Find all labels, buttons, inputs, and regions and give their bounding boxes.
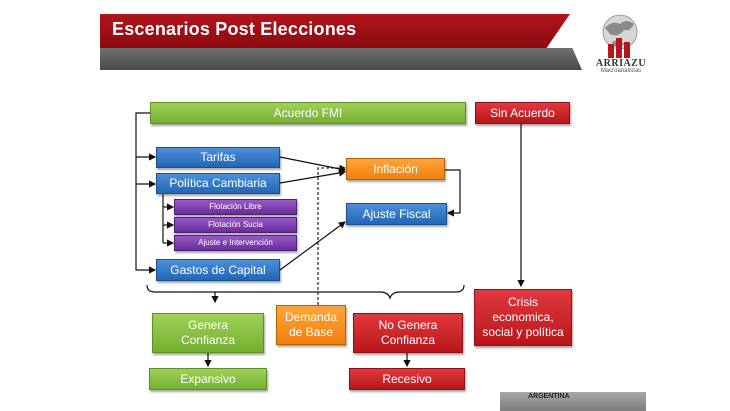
brace (146, 284, 465, 300)
connector-tarifas-inflacion (279, 156, 347, 173)
node-demanda-base: Demanda de Base (276, 305, 346, 345)
node-sin-acuerdo: Sin Acuerdo (475, 102, 570, 124)
connector-gastos-ajustefiscal (279, 221, 346, 271)
node-inflacion: Inflación (346, 158, 445, 180)
connector-demanda-inflacion (317, 164, 347, 305)
logo-name: ARRIAZU (595, 58, 647, 69)
node-tarifas: Tarifas (156, 147, 280, 168)
footer-bar (500, 392, 646, 411)
page-title: Escenarios Post Elecciones (112, 19, 357, 39)
connector-fmi-bracket (135, 112, 157, 274)
node-flotacion-sucia: Flotación Sucia (174, 217, 297, 233)
node-no-genera-confianza: No Genera Confianza (353, 313, 463, 353)
node-acuerdo-fmi: Acuerdo FMI (150, 102, 466, 124)
logo-subtitle: Macroanalistas (600, 68, 642, 74)
node-expansivo: Expansivo (149, 368, 267, 390)
node-ajuste-fiscal: Ajuste Fiscal (346, 203, 447, 225)
node-politica-cambiaria: Política Cambiaria (156, 173, 280, 194)
footer-label: ARGENTINA (528, 393, 570, 400)
node-genera-confianza: Genera Confianza (152, 313, 264, 353)
node-flotacion-libre: Flotación Libre (174, 199, 297, 215)
node-recesivo: Recesivo (349, 368, 465, 390)
subtitle-banner (100, 48, 582, 70)
connector-cambiaria-inflacion (279, 169, 347, 184)
globe-logo-icon (602, 14, 638, 58)
title-banner (100, 14, 570, 48)
node-crisis: Crisis economica, social y política (474, 289, 572, 346)
connector-inflacion-ajustefiscal (445, 169, 461, 217)
node-gastos-capital: Gastos de Capital (156, 259, 280, 281)
node-ajuste-intervencion: Ajuste e Intervención (174, 235, 297, 251)
